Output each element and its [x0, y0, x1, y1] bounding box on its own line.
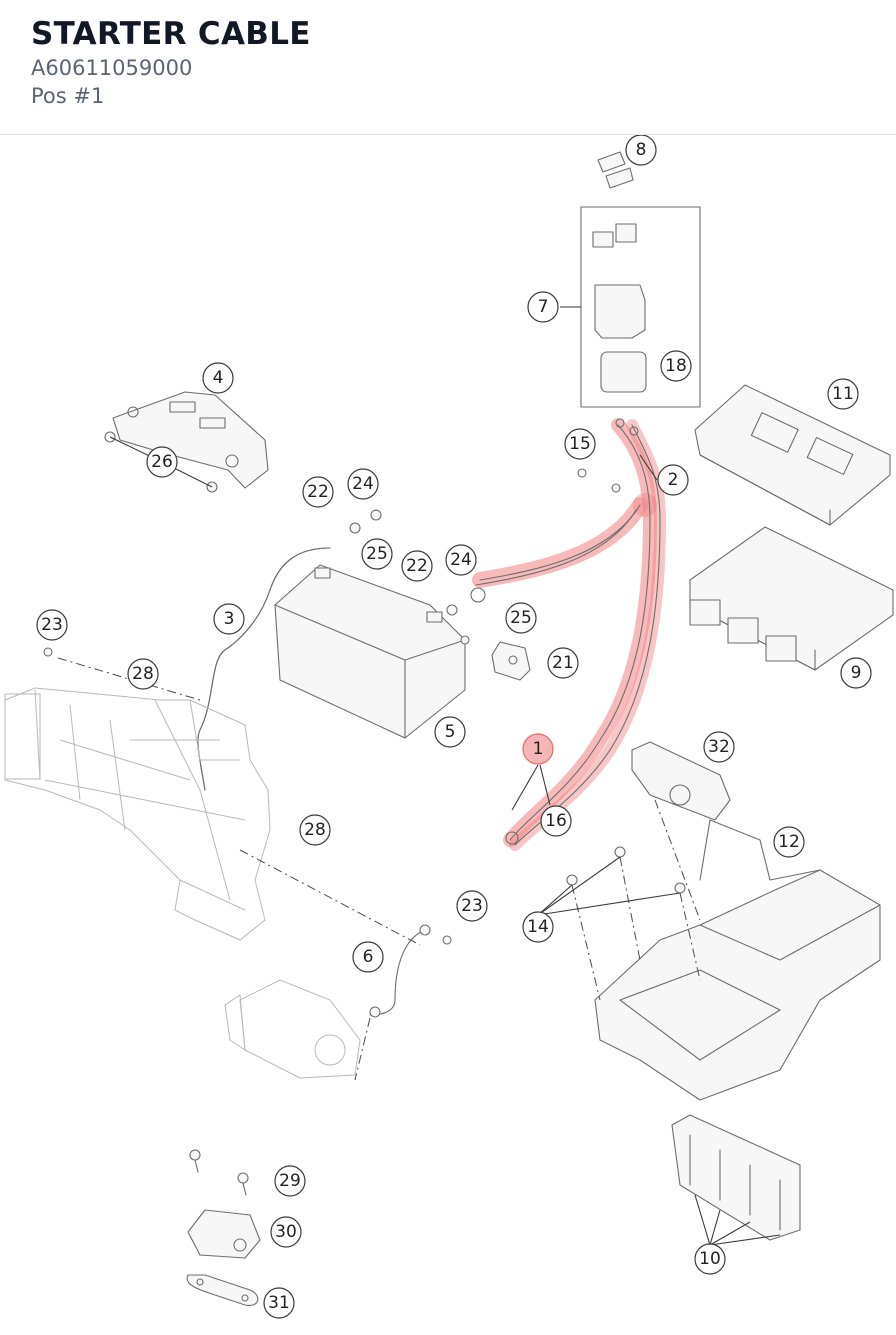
callout-15[interactable]: 15 — [564, 428, 596, 460]
callout-18[interactable]: 18 — [660, 350, 692, 382]
callout-7[interactable]: 7 — [527, 291, 559, 323]
cable-3 — [197, 547, 331, 791]
callout-24-top[interactable]: 24 — [347, 468, 379, 500]
callout-10[interactable]: 10 — [694, 1243, 726, 1275]
ecu-module — [694, 384, 891, 526]
callout-label: 24 — [450, 550, 472, 570]
leader-lines — [57, 436, 781, 1246]
callout-22-mid[interactable]: 22 — [401, 550, 433, 582]
bracket — [104, 391, 269, 493]
callout-label: 11 — [832, 384, 854, 404]
callout-3[interactable]: 3 — [213, 603, 245, 635]
battery-tray — [594, 819, 881, 1101]
callout-14[interactable]: 14 — [522, 911, 554, 943]
callout-25-mid[interactable]: 25 — [505, 602, 537, 634]
callout-6[interactable]: 6 — [352, 941, 384, 973]
callout-31[interactable]: 31 — [263, 1287, 295, 1319]
part-title: STARTER CABLE — [31, 16, 311, 52]
battery — [274, 564, 466, 739]
callout-label: 16 — [545, 811, 567, 831]
callout-label: 22 — [307, 482, 329, 502]
callout-label: 22 — [406, 556, 428, 576]
callout-25-top[interactable]: 25 — [361, 538, 393, 570]
callout-1-highlighted[interactable]: 1 — [522, 733, 554, 765]
callout-label: 23 — [41, 615, 63, 635]
starter-motor — [224, 979, 361, 1079]
callout-label: 18 — [665, 356, 687, 376]
callout-label: 29 — [279, 1171, 301, 1191]
part-position: Pos #1 — [31, 84, 105, 108]
callout-23-right[interactable]: 23 — [456, 890, 488, 922]
callout-label: 25 — [366, 544, 388, 564]
callout-label: 1 — [533, 739, 544, 759]
callout-21[interactable]: 21 — [547, 647, 579, 679]
starter-cable-highlight[interactable] — [470, 418, 667, 851]
screws — [43, 468, 686, 1196]
callout-label: 2 — [668, 470, 679, 490]
callout-label: 12 — [778, 832, 800, 852]
frame — [4, 687, 271, 941]
callout-label: 30 — [275, 1222, 297, 1242]
callout-30[interactable]: 30 — [270, 1216, 302, 1248]
callout-29[interactable]: 29 — [274, 1165, 306, 1197]
relay-box — [560, 151, 701, 408]
callout-label: 6 — [363, 947, 374, 967]
fuse-block — [671, 1114, 801, 1241]
callout-2[interactable]: 2 — [657, 464, 689, 496]
callout-23-left[interactable]: 23 — [36, 609, 68, 641]
callouts: 8 7 18 4 11 15 2 26 22 24 25 22 24 25 3 … — [36, 135, 872, 1319]
callout-label: 23 — [461, 896, 483, 916]
callout-label: 10 — [699, 1249, 721, 1269]
mounting-plate — [186, 1274, 259, 1306]
callout-4[interactable]: 4 — [202, 362, 234, 394]
callout-9[interactable]: 9 — [840, 657, 872, 689]
callout-label: 5 — [445, 722, 456, 742]
callout-24-mid[interactable]: 24 — [445, 544, 477, 576]
callout-label: 28 — [304, 820, 326, 840]
callout-label: 8 — [636, 140, 647, 160]
callout-label: 7 — [538, 297, 549, 317]
callout-label: 25 — [510, 608, 532, 628]
angle-sensor — [187, 1209, 261, 1259]
callout-22-top[interactable]: 22 — [302, 476, 334, 508]
callout-label: 4 — [213, 368, 224, 388]
callout-26[interactable]: 26 — [146, 446, 178, 478]
callout-28-mid[interactable]: 28 — [299, 814, 331, 846]
sensor-unit — [631, 741, 731, 821]
cable-6 — [369, 924, 431, 1018]
callout-label: 32 — [708, 737, 730, 757]
callout-label: 15 — [569, 434, 591, 454]
callout-11[interactable]: 11 — [827, 378, 859, 410]
callout-8[interactable]: 8 — [625, 135, 657, 166]
exploded-parts-diagram: 8 7 18 4 11 15 2 26 22 24 25 22 24 25 3 … — [4, 135, 894, 1319]
part-header: STARTER CABLE A60611059000 Pos #1 — [0, 0, 896, 135]
callout-32[interactable]: 32 — [703, 731, 735, 763]
callout-label: 28 — [132, 664, 154, 684]
part-number: A60611059000 — [31, 56, 193, 80]
callout-label: 3 — [224, 609, 235, 629]
control-unit — [689, 526, 894, 671]
callout-label: 14 — [527, 917, 549, 937]
callout-label: 21 — [552, 653, 574, 673]
terminal-cover — [491, 641, 531, 681]
callout-label: 24 — [352, 474, 374, 494]
callout-28-top[interactable]: 28 — [127, 658, 159, 690]
callout-label: 9 — [851, 663, 862, 683]
callout-5[interactable]: 5 — [434, 716, 466, 748]
callout-label: 31 — [268, 1293, 290, 1313]
callout-16[interactable]: 16 — [540, 805, 572, 837]
callout-label: 26 — [151, 452, 173, 472]
callout-12[interactable]: 12 — [773, 826, 805, 858]
